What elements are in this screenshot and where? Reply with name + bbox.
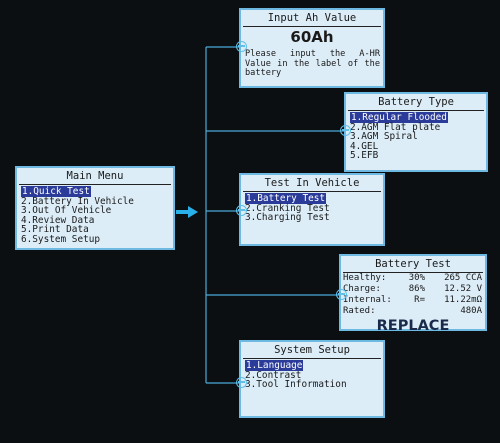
result-label: Healthy: [343, 273, 387, 283]
menu-item-label: 3.Out Of Vehicle [21, 205, 112, 217]
arrow-right-icon [176, 206, 198, 218]
result-row: Rated: 480A [341, 306, 485, 317]
connector-node-icon [236, 377, 247, 388]
connector-node-icon [340, 125, 351, 136]
menu-item[interactable]: 1.Battery Test [245, 193, 380, 204]
input-ah-screen: Input Ah Value 60Ah Please input the A-H… [239, 8, 385, 88]
menu-item[interactable]: 2.Cranking Test [245, 202, 380, 214]
menu-item[interactable]: 5.Print Data [21, 225, 170, 235]
result-value2: 265 CCA [444, 273, 482, 283]
menu-item-label: 2.Contrast [245, 369, 302, 381]
connector-node-icon [236, 41, 247, 52]
menu-item-label: 4.Review Data [21, 214, 95, 226]
menu-item[interactable]: 2.Battery In Vehicle [21, 195, 170, 207]
system-setup-title: System Setup [243, 344, 381, 359]
test-in-vehicle-title: Test In Vehicle [243, 177, 381, 192]
menu-item[interactable]: 1.Regular Flooded [350, 112, 483, 123]
result-value1: 30% [408, 273, 425, 283]
result-row: Healthy: 30% 265 CCA [341, 273, 485, 284]
menu-item-label: 2.Battery In Vehicle [21, 195, 134, 207]
result-value2: 11.22mΩ [444, 295, 482, 305]
menu-item-label: 4.GEL [350, 140, 379, 152]
menu-item[interactable]: 1.Quick Test [21, 186, 170, 197]
result-label: Rated: [343, 306, 376, 316]
menu-item-label: 1.Battery Test [245, 193, 327, 204]
connector-node-icon [236, 205, 247, 216]
menu-item-label: 5.Print Data [21, 224, 89, 236]
result-label: Charge: [343, 284, 381, 294]
menu-item[interactable]: 2.AGM Flat plate [350, 121, 483, 133]
ah-value: 60Ah [290, 28, 334, 46]
menu-item[interactable]: 5.EFB [350, 151, 483, 161]
menu-item-label: 3.Tool Information [245, 379, 347, 391]
menu-item-label: 3.AGM Spiral [350, 131, 418, 143]
result-value2: 12.52 V [444, 284, 482, 294]
menu-item-label: 5.EFB [350, 150, 379, 162]
battery-test-screen: Battery Test Healthy: 30% 265 CCA Charge: 86… [339, 254, 487, 334]
result-row: Internal: R= 11.22mΩ [341, 295, 485, 306]
menu-item-label: 3.Charging Test [245, 212, 330, 224]
menu-item[interactable]: 3.Out Of Vehicle [21, 206, 170, 216]
menu-item[interactable]: 3.AGM Spiral [350, 132, 483, 142]
menu-item[interactable]: 2.Contrast [245, 369, 380, 381]
battery-type-title: Battery Type [348, 96, 484, 111]
main-menu-title: Main Menu [19, 170, 171, 185]
menu-item-label: 1.Regular Flooded [350, 112, 448, 123]
ah-instruction: Please input the A-HR Value in the label… [245, 49, 380, 79]
menu-item[interactable]: 3.Tool Information [245, 380, 380, 390]
result-label: Internal: [343, 295, 392, 305]
menu-item[interactable]: 3.Charging Test [245, 213, 380, 223]
result-value1: 86% [408, 284, 425, 294]
menu-item-label: 2.AGM Flat plate [350, 121, 441, 133]
menu-item-label: 2.Cranking Test [245, 202, 330, 214]
menu-item-label: 1.Quick Test [21, 186, 91, 197]
menu-item[interactable]: 1.Language [245, 360, 380, 371]
result-value2: 480A [460, 306, 482, 316]
menu-item[interactable]: 4.Review Data [21, 214, 170, 226]
battery-test-title: Battery Test [343, 258, 483, 273]
result-value1 [395, 306, 425, 317]
menu-item-label: 6.System Setup [21, 233, 101, 245]
result-row: Charge: 86% 12.52 V [341, 284, 485, 295]
menu-item[interactable]: 6.System Setup [21, 235, 170, 245]
menu-item-label: 1.Language [245, 360, 304, 371]
result-value1: R= [414, 295, 425, 305]
connector-node-icon [336, 289, 347, 300]
battery-verdict: REPLACE [376, 318, 450, 334]
menu-item[interactable]: 4.GEL [350, 140, 483, 152]
input-ah-title: Input Ah Value [243, 12, 381, 27]
